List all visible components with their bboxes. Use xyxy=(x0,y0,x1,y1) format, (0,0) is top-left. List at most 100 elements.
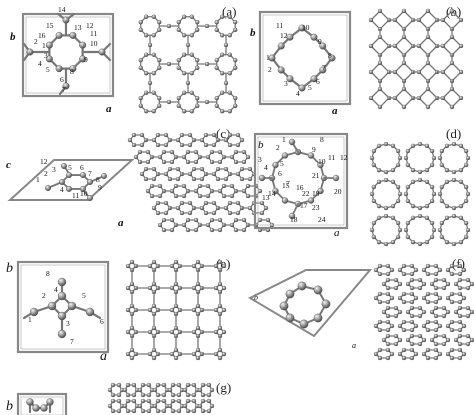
atom-f-6 xyxy=(299,319,309,329)
atom-number-e-1: 1 xyxy=(28,315,32,324)
lattice-atom-a xyxy=(214,27,219,33)
lattice-atom-f xyxy=(421,351,427,357)
atom-number-c-8: 8 xyxy=(96,175,100,184)
atom-a-5 xyxy=(45,41,53,49)
lattice-atom-d xyxy=(444,203,450,209)
axis-label-e-a: a xyxy=(100,349,107,364)
lattice-atom-d xyxy=(417,241,423,247)
lattice-atom-c xyxy=(205,193,211,199)
lattice-atom-a xyxy=(189,52,195,57)
lattice-atom-e xyxy=(129,281,135,287)
lattice-atom-f xyxy=(457,271,463,277)
lattice-atom-c xyxy=(157,154,163,160)
lattice-atom-c xyxy=(151,166,157,172)
lattice-atom-a xyxy=(233,19,238,25)
lattice-atom-e xyxy=(213,351,219,357)
lattice-atom-f xyxy=(449,355,455,361)
lattice-atom-d xyxy=(451,177,457,183)
lattice-atom-c xyxy=(245,193,251,199)
lattice-atom-d xyxy=(417,169,423,175)
lattice-atom-d xyxy=(410,215,416,221)
lattice-atom-f xyxy=(401,327,407,333)
axis-label-d-b: b xyxy=(258,139,264,151)
lattice-atom-f xyxy=(385,327,391,333)
atom-c-9 xyxy=(61,162,68,169)
atom-number-e-5: 5 xyxy=(82,291,86,300)
lattice-atom-d xyxy=(439,148,445,154)
lattice-atom-a xyxy=(223,80,229,86)
lattice-atom-f xyxy=(409,299,415,305)
lattice-atom-f xyxy=(457,305,463,311)
lattice-atom-a xyxy=(185,42,191,48)
lattice-atom-g xyxy=(125,382,131,388)
lattice-atom-f xyxy=(457,291,463,297)
lattice-atom-g xyxy=(197,387,203,393)
lattice-atom-c xyxy=(169,217,175,223)
lattice-atom-c xyxy=(193,188,199,194)
atom-d-2 xyxy=(317,187,324,195)
atom-g-2 xyxy=(32,404,40,412)
lattice-atom-g xyxy=(161,382,167,388)
lattice-atom-c xyxy=(145,149,151,155)
lattice-atom-c xyxy=(197,193,203,199)
lattice-atom-f xyxy=(409,313,415,319)
lattice-atom-b xyxy=(368,43,374,49)
lattice-atom-a xyxy=(181,33,187,38)
lattice-atom-f xyxy=(417,277,423,283)
lattice-atom-e xyxy=(173,355,179,361)
lattice-atom-c xyxy=(217,227,223,233)
lattice-atom-f xyxy=(433,285,439,291)
atom-a-2 xyxy=(69,65,77,73)
lattice-atom-f xyxy=(425,271,431,277)
lattice-atom-c xyxy=(137,159,143,165)
lattice-atom-f xyxy=(437,267,443,273)
lattice-atom-f xyxy=(465,285,471,291)
lattice-atom-g xyxy=(140,398,146,404)
atom-number-e-4: 4 xyxy=(54,285,58,294)
atom-f-3 xyxy=(313,285,323,295)
lattice-atom-c xyxy=(163,210,169,216)
lattice-atom-d xyxy=(458,239,464,245)
lattice-atom-f xyxy=(445,295,451,301)
lattice-atom-a xyxy=(151,109,157,114)
lattice-atom-d xyxy=(405,162,411,168)
lattice-atom-f xyxy=(409,291,415,297)
lattice-atom-g xyxy=(185,408,191,414)
lattice-atom-b xyxy=(458,95,464,101)
lattice-atom-c xyxy=(257,217,263,223)
atom-number-d-24: 24 xyxy=(318,215,326,224)
lattice-atom-d xyxy=(444,167,450,173)
lattice-atom-b xyxy=(368,69,374,75)
lattice-atom-c xyxy=(227,132,233,138)
lattice-atom-f xyxy=(453,281,459,287)
lattice-atom-f xyxy=(385,291,391,297)
lattice-atom-f xyxy=(393,341,399,347)
lattice-atom-d xyxy=(463,148,469,154)
lattice-atom-f xyxy=(441,341,447,347)
lattice-atom-f xyxy=(397,281,403,287)
lattice-atom-b xyxy=(401,34,407,40)
atom-a-arm-2 xyxy=(62,82,70,90)
lattice-atom-b xyxy=(377,60,383,66)
lattice-atom-a xyxy=(195,27,200,33)
lattice-atom-d xyxy=(397,227,403,233)
lattice-atom-f xyxy=(421,309,427,315)
lattice-atom-e xyxy=(173,325,179,331)
lattice-atom-c xyxy=(173,193,179,199)
lattice-atom-d xyxy=(444,143,450,149)
lattice-atom-f xyxy=(425,263,431,269)
lattice-atom-f xyxy=(417,313,423,319)
lattice-atom-c xyxy=(155,142,161,148)
lattice-atom-f xyxy=(441,285,447,291)
lattice-atom-c xyxy=(229,183,235,189)
lattice-atom-d xyxy=(451,241,457,247)
lattice-atom-c xyxy=(205,222,211,228)
lattice-atom-b xyxy=(449,104,455,110)
lattice-atom-b xyxy=(425,60,431,66)
atom-e-2 xyxy=(47,301,57,311)
lattice-atom-f xyxy=(401,319,407,325)
lattice-atom-b xyxy=(440,69,446,75)
lattice-atom-f xyxy=(437,323,443,329)
lattice-atom-c xyxy=(161,227,167,233)
lattice-atom-d xyxy=(429,220,435,226)
